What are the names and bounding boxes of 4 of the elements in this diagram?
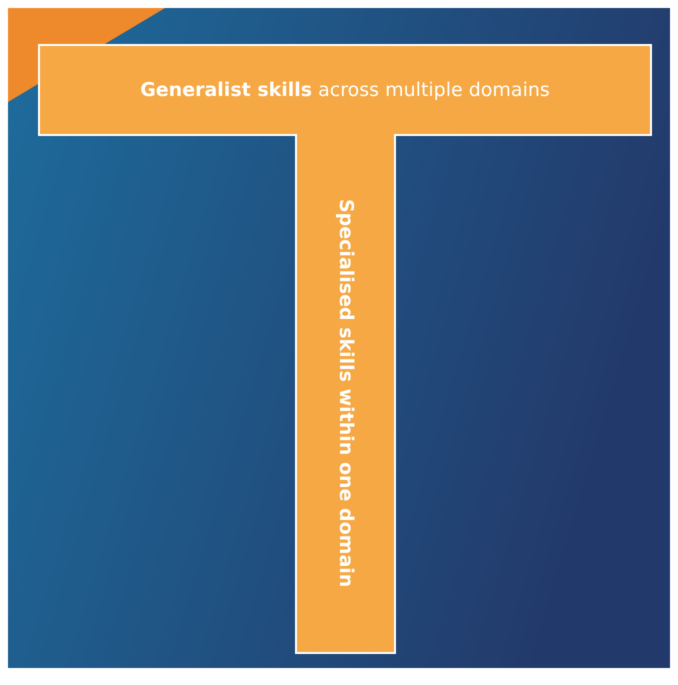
bar-label: Specialised skills within one domain [334, 198, 357, 588]
skill-bar [38, 44, 652, 136]
bar-label: Generalist skills across multiple domains [140, 78, 550, 102]
skill-bar [295, 134, 396, 654]
